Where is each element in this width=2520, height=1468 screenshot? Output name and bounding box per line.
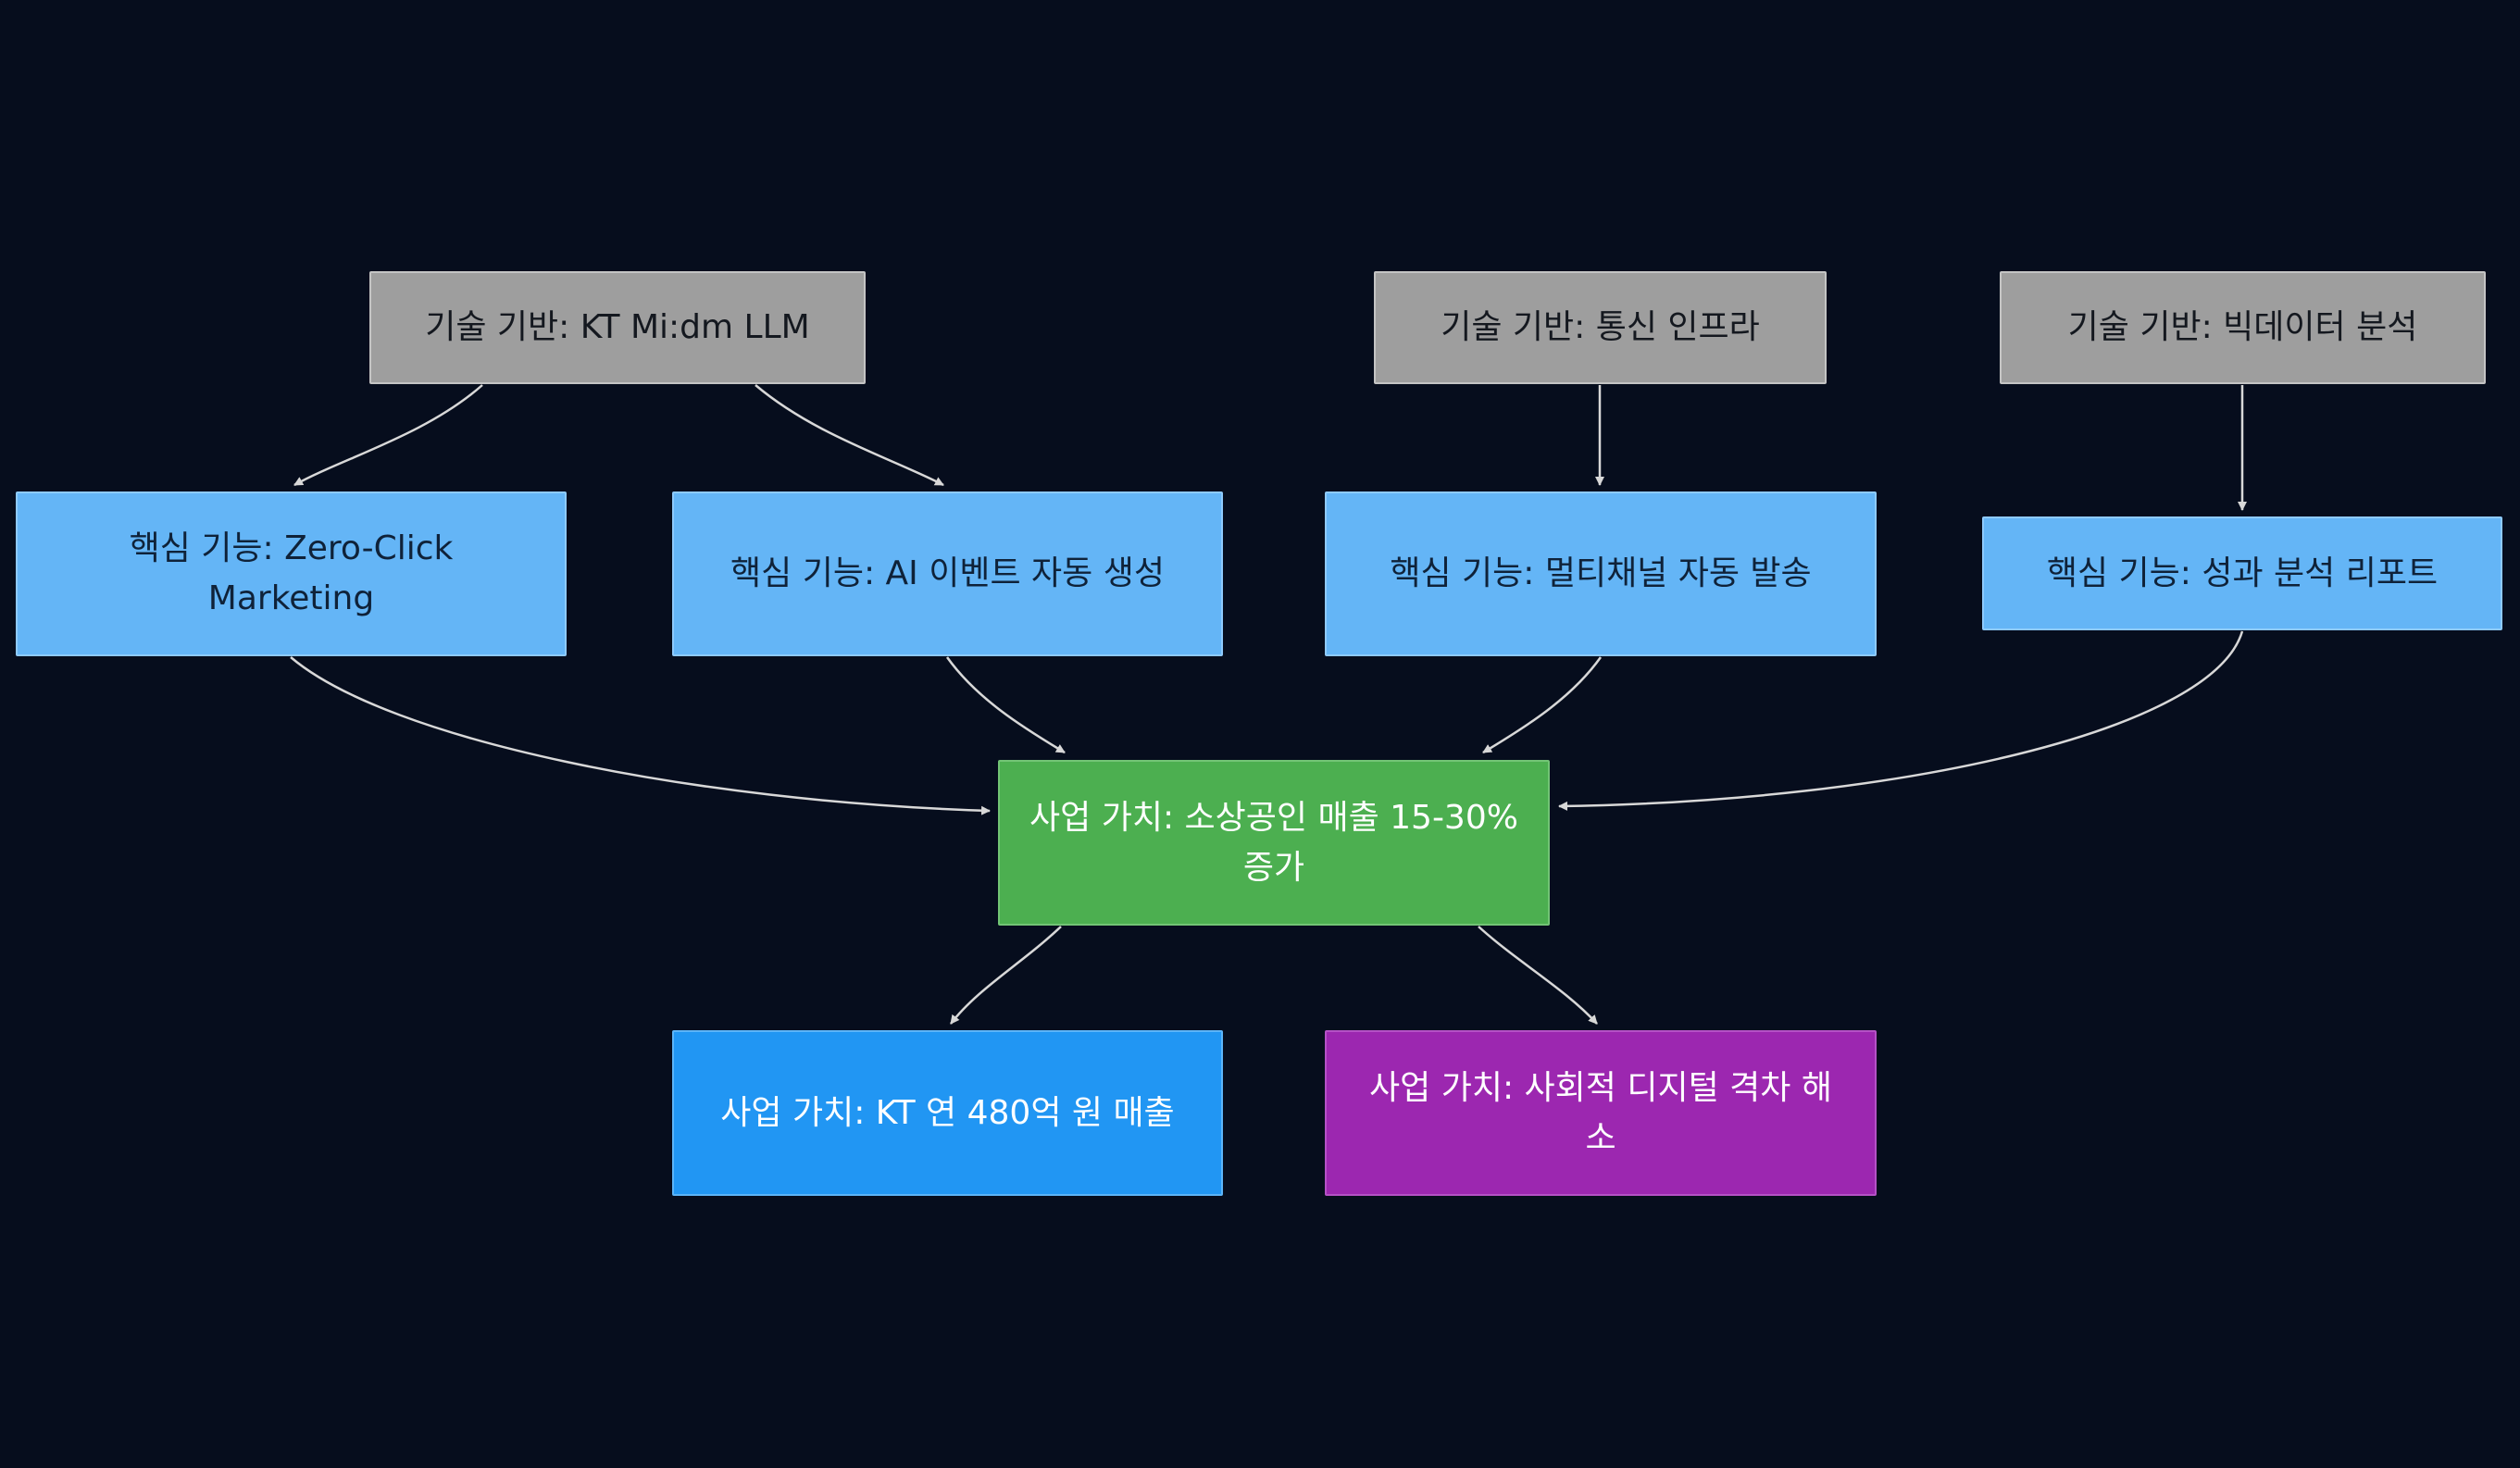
edge-feat4-value1 [1558, 630, 2244, 811]
node-value-merchant-sales-increase: 사업 가치: 소상공인 매출 15-30% 증가 [998, 760, 1550, 926]
edge-feat1-value1 [290, 656, 991, 815]
edge-tech1-feat2 [755, 384, 944, 487]
node-feature-ai-event-generation: 핵심 기능: AI 이벤트 자동 생성 [672, 491, 1223, 656]
edge-value1-value2 [950, 926, 1062, 1025]
edge-feat3-value1 [1482, 656, 1603, 754]
edge-feat2-value1 [945, 656, 1066, 754]
node-tech-bigdata-analytics: 기술 기반: 빅데이터 분석 [2000, 271, 2486, 384]
node-value-kt-revenue: 사업 가치: KT 연 480억 원 매출 [672, 1030, 1223, 1196]
node-tech-telecom-infra: 기술 기반: 통신 인프라 [1374, 271, 1827, 384]
node-value-digital-divide: 사업 가치: 사회적 디지털 격차 해소 [1325, 1030, 1877, 1196]
node-tech-kt-midm-llm: 기술 기반: KT Mi:dm LLM [369, 271, 866, 384]
edge-tech1-feat1 [293, 384, 483, 487]
node-feature-multichannel-sending: 핵심 기능: 멀티채널 자동 발송 [1325, 491, 1877, 656]
edge-value1-value3 [1478, 926, 1598, 1025]
node-feature-performance-report: 핵심 기능: 성과 분석 리포트 [1982, 516, 2502, 630]
node-feature-zero-click-marketing: 핵심 기능: Zero-Click Marketing [16, 491, 567, 656]
